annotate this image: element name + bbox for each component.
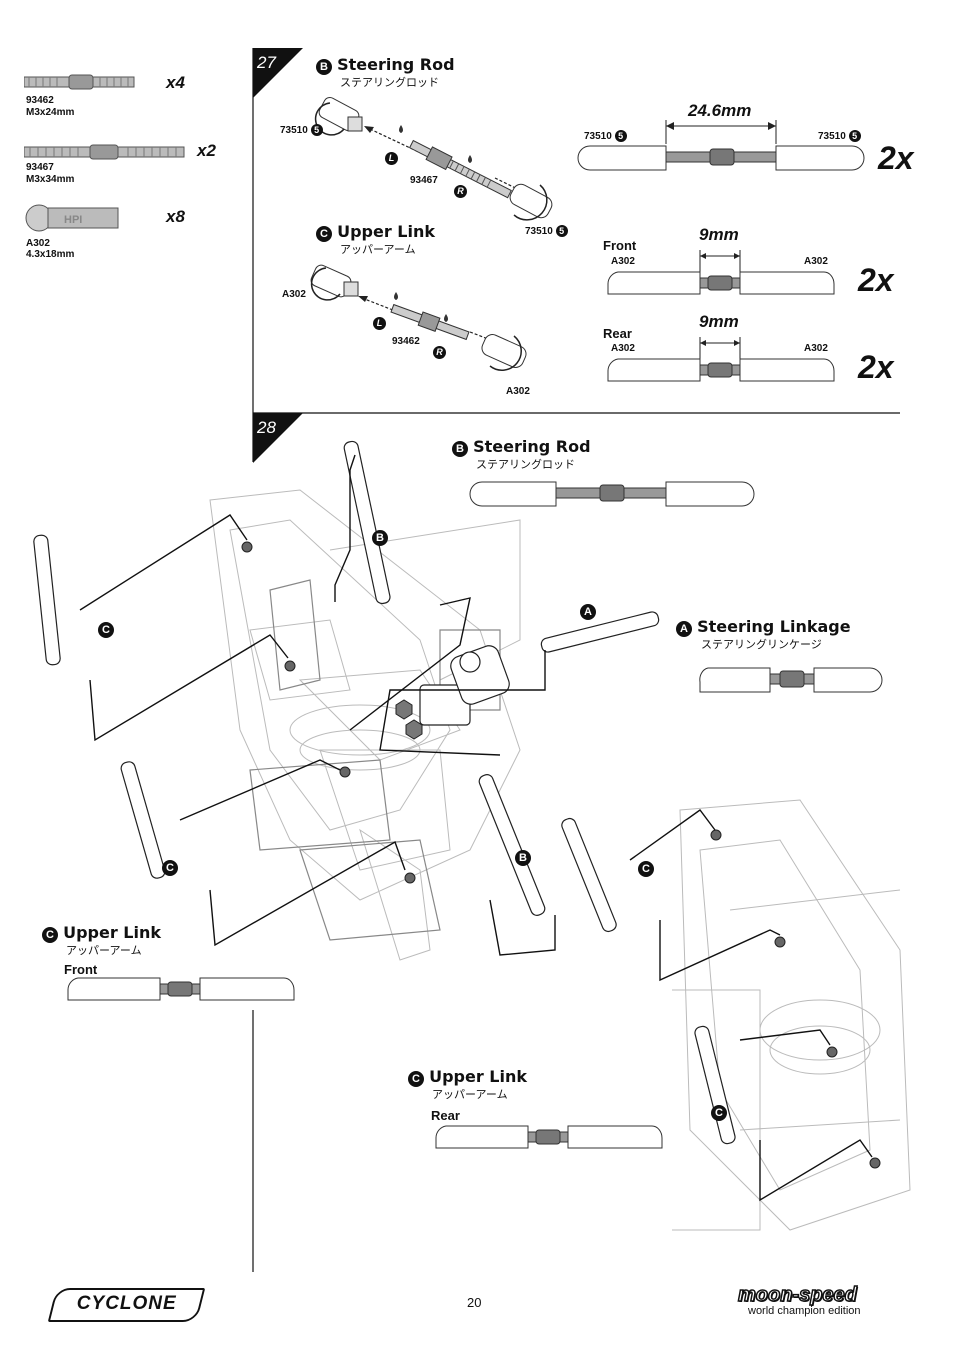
step27-link-end-right: A302 bbox=[506, 386, 530, 397]
thread-right-icon: R bbox=[454, 185, 467, 198]
upper-link-rear-assembled-diagram bbox=[607, 337, 835, 382]
rear-end-left: A302 bbox=[611, 343, 635, 354]
page-number: 20 bbox=[467, 1295, 482, 1310]
screw-93467-icon bbox=[24, 144, 185, 160]
badge-b-icon: B bbox=[316, 59, 332, 75]
step27-rod-end-right-label: 73510 5 bbox=[525, 225, 568, 237]
step28-upper-link-rear-diagram bbox=[435, 1125, 663, 1149]
rear-end-right: A302 bbox=[804, 343, 828, 354]
step27-steering-rod-jp: ステアリングロッド bbox=[340, 76, 439, 89]
part-93462-size: M3x24mm bbox=[26, 107, 75, 118]
part-a302-number: A302 bbox=[26, 238, 50, 249]
assembled-rod-end-left-label: 73510 5 bbox=[584, 130, 627, 142]
steering-linkage-title: Steering Linkage bbox=[697, 617, 851, 636]
upper-link-front-assembled-diagram bbox=[607, 250, 835, 295]
step28-upper-link-rear-heading: C Upper Link bbox=[408, 1067, 527, 1087]
step28-upper-link-front-diagram bbox=[67, 977, 295, 1001]
steering-linkage-diagram bbox=[699, 667, 883, 693]
thread-left-icon: L bbox=[373, 317, 386, 330]
badge-c-icon: C bbox=[42, 927, 58, 943]
chassis-assembly-diagram bbox=[33, 440, 911, 1231]
step28-steering-rod-diagram bbox=[469, 481, 755, 507]
badge-a-icon: A bbox=[676, 621, 692, 637]
moon-speed-logo: moon-speed world champion edition bbox=[737, 1283, 908, 1326]
svg-text:HPI: HPI bbox=[64, 214, 82, 226]
step28-steering-rod-heading: B Steering Rod bbox=[452, 437, 591, 457]
step27-steering-rod-title: Steering Rod bbox=[337, 55, 455, 74]
step27-link-end-left: A302 bbox=[282, 289, 306, 300]
assembled-rod-end-right-label: 73510 5 bbox=[818, 130, 861, 142]
part-93467-qty: x2 bbox=[197, 141, 216, 160]
step28-upper-link-front-title: Upper Link bbox=[63, 923, 162, 942]
screw-93462-icon bbox=[24, 74, 135, 90]
badge-c-icon: C bbox=[316, 226, 332, 242]
badge-c-icon: C bbox=[408, 1071, 424, 1087]
part-93467-number: 93467 bbox=[26, 162, 54, 173]
front-gap: 9mm bbox=[699, 225, 739, 244]
rear-label: Rear bbox=[603, 326, 632, 341]
step-27-tab bbox=[253, 48, 303, 98]
rear-gap: 9mm bbox=[699, 312, 739, 331]
upper-link-exploded-diagram bbox=[310, 264, 527, 371]
step28-upper-link-front-heading: C Upper Link bbox=[42, 923, 161, 943]
step27-upper-link-title: Upper Link bbox=[337, 222, 436, 241]
steering-rod-exploded-diagram bbox=[314, 96, 553, 221]
code-5-icon: 5 bbox=[848, 130, 861, 142]
front-label: Front bbox=[603, 238, 637, 253]
part-a302-size: 4.3x18mm bbox=[26, 249, 75, 260]
step-28-number: 28 bbox=[257, 418, 276, 437]
code-5-icon: 5 bbox=[614, 130, 627, 142]
step-27-number: 27 bbox=[257, 53, 276, 72]
step27-rod-end-left-part: 73510 bbox=[280, 125, 308, 136]
step-28-tab bbox=[253, 413, 303, 463]
part-93467-size: M3x34mm bbox=[26, 174, 75, 185]
code-5-icon: 5 bbox=[555, 225, 568, 237]
callout-c-icon: C bbox=[98, 622, 114, 638]
step27-rod-end-left-label: 73510 5 bbox=[280, 124, 323, 136]
front-end-right: A302 bbox=[804, 256, 828, 267]
code-5-icon: 5 bbox=[310, 124, 323, 136]
callout-c-icon: C bbox=[711, 1105, 727, 1121]
step28-steering-rod-title: Steering Rod bbox=[473, 437, 591, 456]
cyclone-logo-text: CYCLONE bbox=[76, 1293, 177, 1314]
callout-c-icon: C bbox=[162, 860, 178, 876]
thread-left-icon: L bbox=[385, 152, 398, 165]
steering-linkage-jp: ステアリングリンケージ bbox=[701, 638, 822, 651]
callout-a-icon: A bbox=[580, 604, 596, 620]
step27-steering-rod-heading: B Steering Rod bbox=[316, 55, 455, 75]
step27-upper-link-jp: アッパーアーム bbox=[340, 243, 416, 256]
callout-c-icon: C bbox=[638, 861, 654, 877]
step28-upper-link-front-jp: アッパーアーム bbox=[66, 944, 142, 957]
cyclone-logo: CYCLONE bbox=[47, 1288, 206, 1322]
callout-b-icon: B bbox=[515, 850, 531, 866]
step27-rod-part: 93467 bbox=[410, 175, 438, 186]
step27-rod-end-right-part: 73510 bbox=[525, 226, 553, 237]
step27-rod-qty: 2x bbox=[878, 140, 914, 176]
rear-qty: 2x bbox=[858, 349, 894, 385]
step27-link-rod-part: 93462 bbox=[392, 336, 420, 347]
callout-b-icon: B bbox=[372, 530, 388, 546]
part-93462-number: 93462 bbox=[26, 95, 54, 106]
moon-speed-tagline: world champion edition bbox=[748, 1305, 861, 1317]
front-qty: 2x bbox=[858, 262, 894, 298]
step28-upper-link-rear-label: Rear bbox=[431, 1108, 460, 1123]
assembled-steering-rod-diagram bbox=[577, 120, 865, 171]
step28-upper-link-rear-jp: アッパーアーム bbox=[432, 1088, 508, 1101]
moon-speed-logo-text: moon-speed bbox=[737, 1283, 857, 1307]
badge-b-icon: B bbox=[452, 441, 468, 457]
assembled-rod-end-left-part: 73510 bbox=[584, 131, 612, 142]
step27-rod-length: 24.6mm bbox=[688, 101, 752, 120]
steering-linkage-heading: A Steering Linkage bbox=[676, 617, 851, 637]
part-a302-qty: x8 bbox=[166, 207, 185, 226]
step28-steering-rod-jp: ステアリングロッド bbox=[476, 458, 575, 471]
assembled-rod-end-right-part: 73510 bbox=[818, 131, 846, 142]
thread-right-icon: R bbox=[433, 346, 446, 359]
front-end-left: A302 bbox=[611, 256, 635, 267]
step27-upper-link-heading: C Upper Link bbox=[316, 222, 435, 242]
step28-upper-link-front-label: Front bbox=[64, 962, 98, 977]
ball-end-a302-icon: HPI bbox=[25, 204, 119, 232]
part-93462-qty: x4 bbox=[166, 73, 185, 92]
step28-upper-link-rear-title: Upper Link bbox=[429, 1067, 528, 1086]
